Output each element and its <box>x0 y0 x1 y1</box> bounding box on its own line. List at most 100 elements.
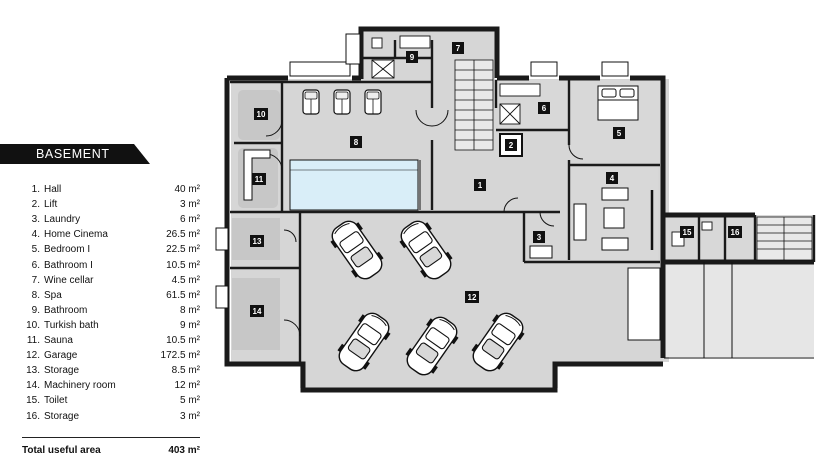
room-name: Bedroom I <box>44 244 91 256</box>
svg-text:16: 16 <box>731 228 740 237</box>
room-label-14: 14 <box>250 305 264 317</box>
room-label-3: 3 <box>533 231 545 243</box>
spa-loungers <box>302 89 382 115</box>
room-name: Home Cinema <box>44 229 108 241</box>
room-label-12: 12 <box>465 291 479 303</box>
room-label-1: 1 <box>474 179 486 191</box>
svg-text:1: 1 <box>478 181 483 190</box>
room-name: Sauna <box>44 335 73 346</box>
room-label-15: 15 <box>680 226 694 238</box>
svg-text:3: 3 <box>537 233 542 242</box>
room-label-13: 13 <box>250 235 264 247</box>
sauna-bench <box>243 149 271 201</box>
room-area: 26.5 m² <box>166 229 200 241</box>
room-number: 16. <box>26 410 40 422</box>
room-name: Lift <box>44 199 58 211</box>
room-labels: 1 2 3 4 5 6 7 8 9 10 11 12 13 14 15 16 <box>250 42 742 317</box>
room-label-10: 10 <box>254 108 268 120</box>
bathroom-fixtures <box>371 35 713 247</box>
svg-text:5: 5 <box>617 129 622 138</box>
room-name: Bathroom <box>44 304 88 316</box>
room-number: 6. <box>31 259 40 271</box>
level-title: BASEMENT <box>36 147 110 161</box>
room-area: 172.5 m² <box>160 350 200 362</box>
room-name: Machinery room <box>44 380 116 392</box>
room-area: 40 m² <box>174 184 200 195</box>
room-name: Spa <box>44 289 62 301</box>
room-area: 10.5 m² <box>166 259 200 271</box>
room-name: Bathroom I <box>44 259 93 271</box>
room-number: 13. <box>26 365 40 377</box>
ramp <box>627 262 814 359</box>
room-name: Storage <box>44 410 80 422</box>
room-number: 5. <box>31 244 40 256</box>
room-number: 10. <box>26 319 40 331</box>
room-name: Toilet <box>44 395 68 407</box>
room-name: Storage <box>44 365 80 377</box>
room-area: 5 m² <box>180 395 200 407</box>
room-row: 3. Laundry 6 m² <box>22 214 200 229</box>
cinema-furniture <box>573 187 654 251</box>
room-area: 9 m² <box>180 319 200 331</box>
total-label: Total useful area <box>22 445 101 456</box>
interior-walls <box>230 40 816 364</box>
svg-text:2: 2 <box>509 141 514 150</box>
level-banner: BASEMENT <box>0 144 150 164</box>
room-area: 22.5 m² <box>166 244 200 256</box>
room-number: 4. <box>31 229 40 241</box>
room-area: 6 m² <box>180 214 200 226</box>
room-label-5: 5 <box>613 127 625 139</box>
svg-text:10: 10 <box>257 110 266 119</box>
windows <box>215 33 629 309</box>
total-divider <box>22 437 200 438</box>
room-area: 4.5 m² <box>171 274 200 286</box>
svg-text:11: 11 <box>255 175 264 184</box>
room-number: 3. <box>31 214 40 226</box>
room-number: 9. <box>31 304 40 316</box>
room-area: 10.5 m² <box>166 335 200 346</box>
room-area: 3 m² <box>180 410 200 422</box>
room-number: 11. <box>26 335 40 346</box>
svg-text:15: 15 <box>683 228 692 237</box>
room-area: 8 m² <box>180 304 200 316</box>
room-row: 14. Machinery room 12 m² <box>22 380 200 395</box>
room-number: 1. <box>31 184 40 195</box>
room-label-16: 16 <box>728 226 742 238</box>
room-label-6: 6 <box>538 102 550 114</box>
laundry-fixtures <box>529 245 553 259</box>
room-row: 12. Garage 172.5 m² <box>22 350 200 365</box>
room-name: Turkish bath <box>44 319 99 331</box>
room-row: 9. Bathroom 8 m² <box>22 305 200 320</box>
room-label-2: 2 <box>505 139 517 151</box>
room-area: 8.5 m² <box>171 365 200 377</box>
room-row: 5. Bedroom I 22.5 m² <box>22 244 200 259</box>
room-row: 10. Turkish bath 9 m² <box>22 320 200 335</box>
bed <box>597 85 639 121</box>
svg-text:13: 13 <box>253 237 262 246</box>
room-area: 12 m² <box>174 380 200 392</box>
room-label-4: 4 <box>606 172 618 184</box>
room-number: 14. <box>26 380 40 392</box>
svg-text:12: 12 <box>468 293 477 302</box>
main-staircase <box>454 59 494 151</box>
doors <box>265 109 584 337</box>
walls <box>224 26 814 393</box>
room-label-11: 11 <box>252 173 266 185</box>
svg-text:14: 14 <box>253 307 262 316</box>
side-staircase <box>756 216 813 261</box>
room-name: Laundry <box>44 214 81 226</box>
room-area: 61.5 m² <box>166 289 200 301</box>
room-number: 12. <box>26 350 40 362</box>
room-label-8: 8 <box>350 136 362 148</box>
room-name: Garage <box>44 350 78 362</box>
room-name: Wine cellar <box>44 274 94 286</box>
room-area: 3 m² <box>180 199 200 211</box>
room-name: Hall <box>44 184 62 195</box>
room-label-9: 9 <box>406 51 418 63</box>
room-row: 6. Bathroom I 10.5 m² <box>22 260 200 275</box>
